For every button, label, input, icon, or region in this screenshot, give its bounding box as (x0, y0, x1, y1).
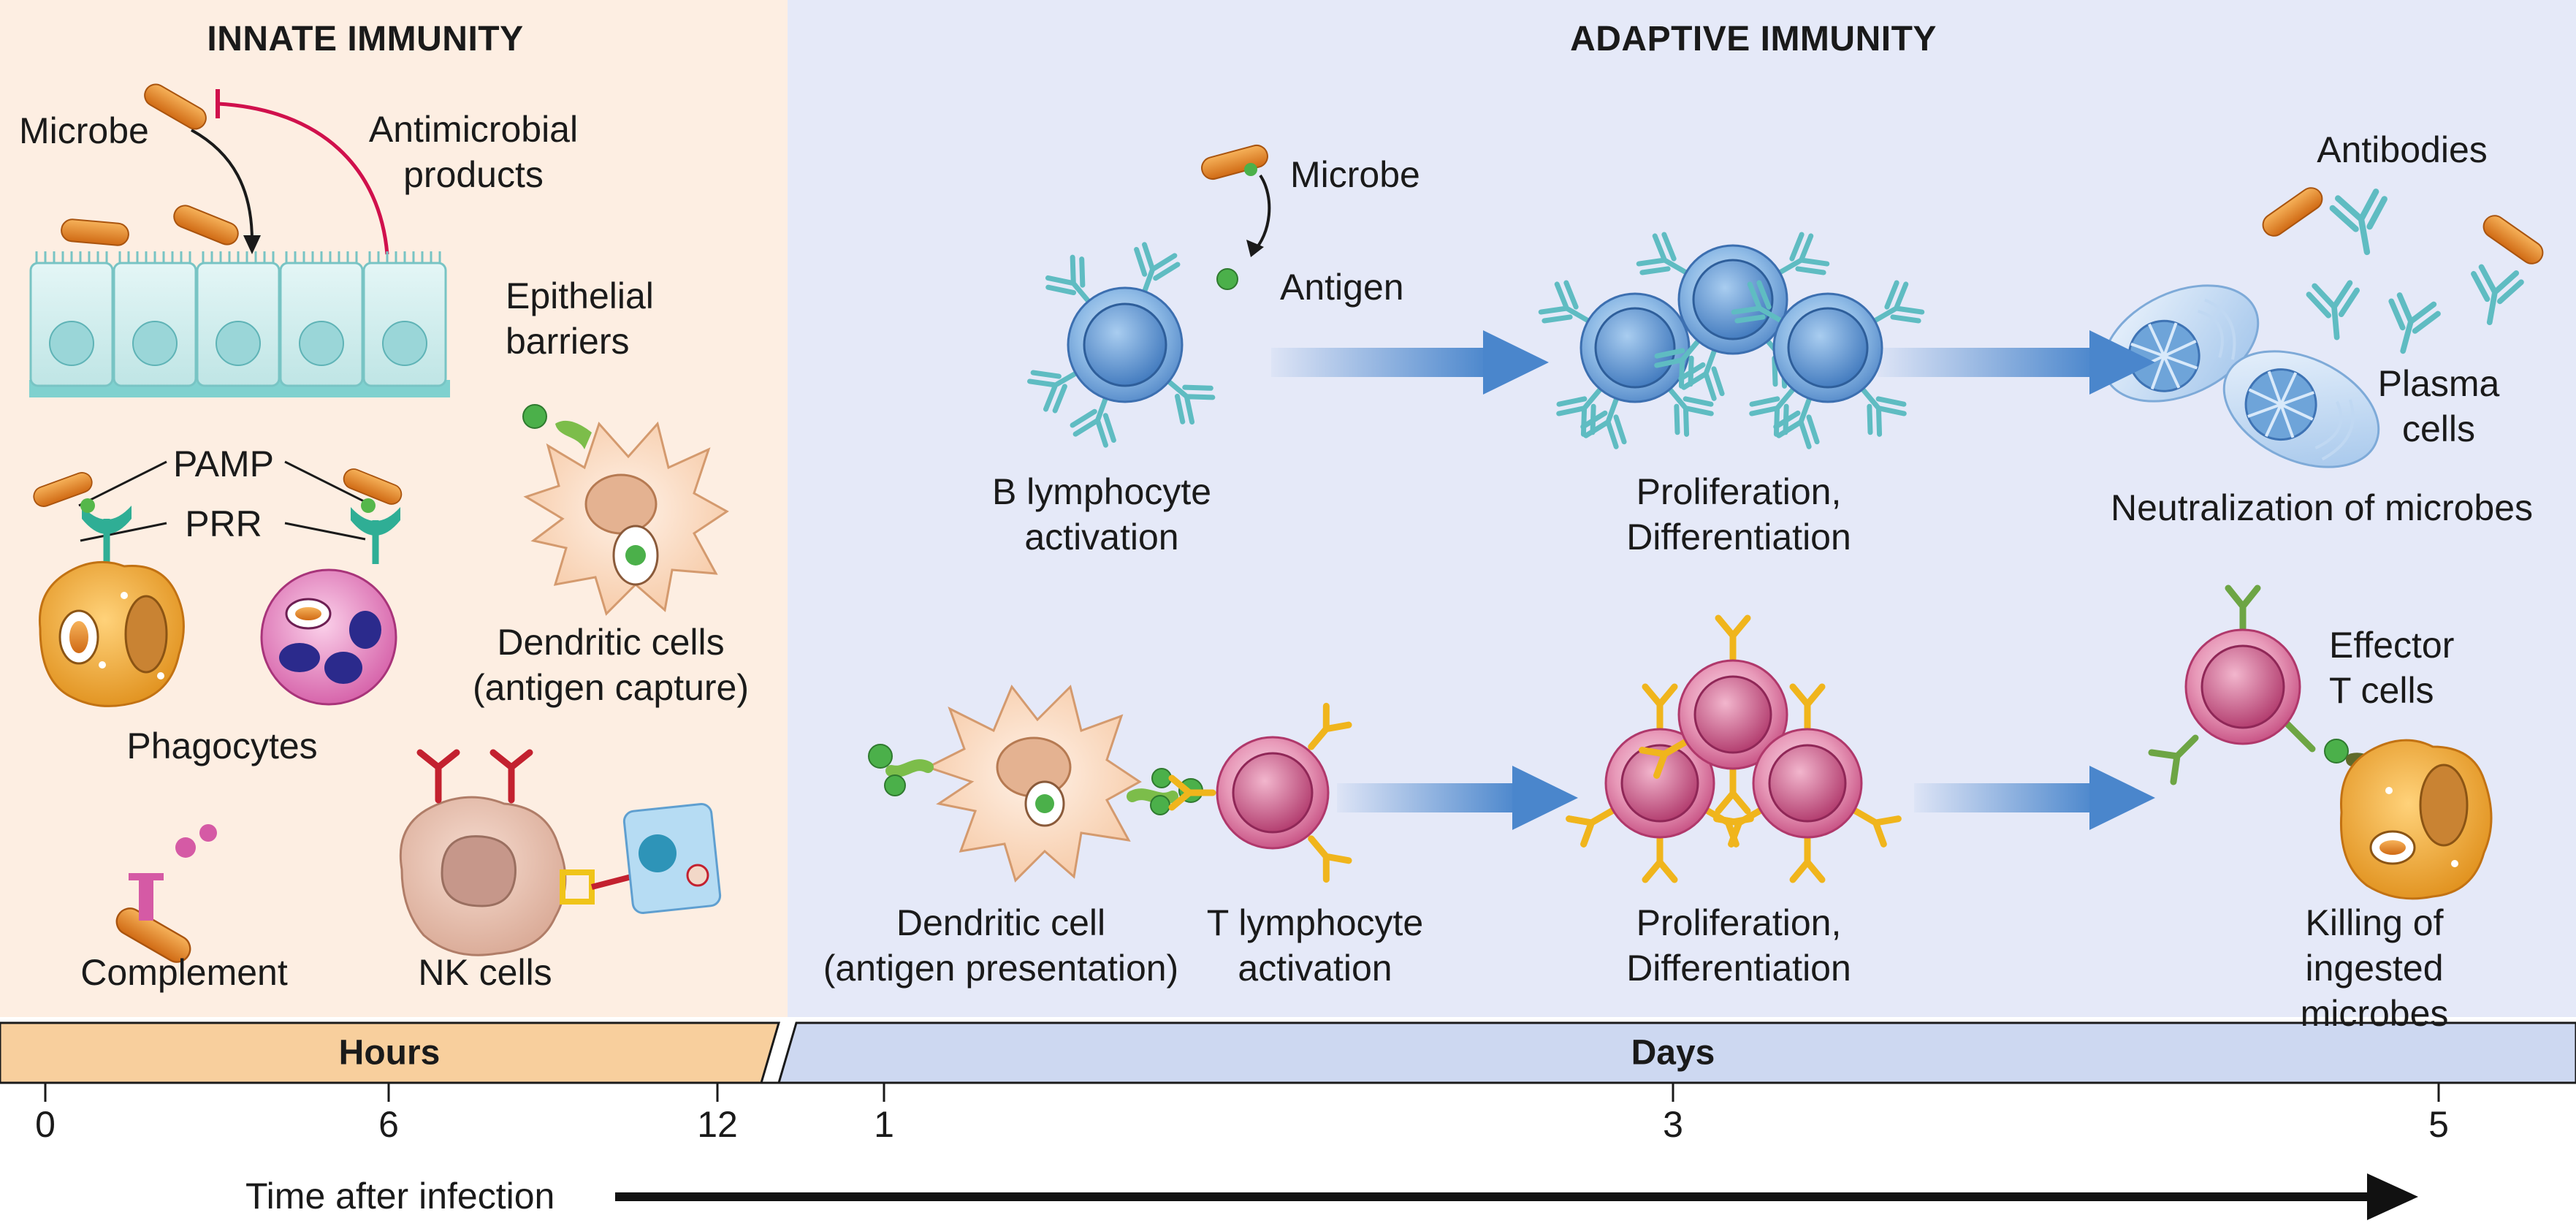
epithelial-cell (362, 251, 447, 387)
innate-title: INNATE IMMUNITY (207, 20, 524, 58)
dendritic-innate-label: Dendritic cells (antigen capture) (472, 622, 750, 708)
plasma-cell (2102, 284, 2260, 403)
plasma-label: Plasma cells (2377, 363, 2500, 449)
adaptive-microbe-label: Microbe (1290, 154, 1420, 195)
t-cell-cluster (1569, 618, 1899, 880)
b-cell-cluster (1538, 231, 1925, 449)
effector-label: Effector T cells (2329, 625, 2455, 711)
phagocyte-neutrophil (260, 465, 405, 706)
neutralization-label: Neutralization of microbes (2110, 487, 2534, 528)
microbe-icon (169, 201, 243, 249)
tick-label: 1 (874, 1104, 894, 1145)
tick-label: 5 (2428, 1104, 2449, 1145)
plasma-cell (2222, 350, 2380, 468)
t-cell (1642, 618, 1824, 811)
dendritic-cell-presenting (868, 685, 1203, 883)
t-lymphocyte (1172, 706, 1349, 879)
inhibition-curve (217, 102, 389, 255)
epithelial-label: Epithelial barriers (506, 275, 654, 362)
nk-cell-icon (399, 749, 722, 956)
microbe-icon (140, 80, 211, 134)
t-prolif-label: Proliferation, Differentiation (1626, 902, 1851, 989)
nk-label: NK cells (418, 952, 552, 993)
tick-label: 3 (1663, 1104, 1683, 1145)
epithelial-barrier (29, 251, 450, 397)
progress-arrow (1914, 766, 2155, 830)
epithelial-cell (29, 251, 114, 387)
phagocyte-macrophage (30, 469, 185, 707)
t-activation-label: T lymphocyte activation (1206, 902, 1424, 989)
microbe-icon (59, 218, 131, 247)
effector-t-cell (2148, 585, 2396, 785)
pamp-label: PAMP (173, 443, 274, 484)
epithelial-cell (196, 251, 281, 387)
dendritic-cell-innate (522, 404, 729, 616)
antigen-label: Antigen (1280, 267, 1404, 308)
progress-arrow (1878, 330, 2155, 395)
time-axis-label: Time after infection (245, 1176, 555, 1217)
days-bar (777, 1021, 2576, 1084)
microbe-icon (1198, 142, 1271, 183)
antigen-arrow (1251, 174, 1271, 254)
t-cell (1717, 687, 1899, 880)
antimicrobial-label: Antimicrobial products (368, 109, 579, 195)
b-prolif-label: Proliferation, Differentiation (1626, 471, 1851, 557)
complement-icon (110, 824, 217, 968)
b-cell (1731, 279, 1925, 449)
phagocytes-label: Phagocytes (126, 726, 318, 766)
b-lymphocyte (1026, 243, 1216, 447)
killing-label: Killing of ingested microbes (2300, 902, 2449, 1034)
tick-label: 12 (697, 1104, 738, 1145)
microbe-entry-arrow (191, 129, 254, 242)
adaptive-title: ADAPTIVE IMMUNITY (1570, 20, 1937, 58)
b-activation-label: B lymphocyte activation (991, 471, 1212, 557)
b-cell (1538, 279, 1732, 449)
t-cell (1569, 687, 1751, 880)
progress-arrow (1271, 330, 1549, 395)
complement-label: Complement (80, 952, 288, 993)
tick-label: 0 (35, 1104, 56, 1145)
progress-arrow (1337, 766, 1578, 830)
adaptive-panel (788, 0, 2576, 1017)
epithelial-cell (113, 251, 197, 387)
dc-present-label: Dendritic cell (antigen presentation) (823, 902, 1179, 989)
antibodies-label: Antibodies (2317, 129, 2488, 170)
macrophage-target (2339, 739, 2493, 900)
tick-label: 6 (378, 1104, 399, 1145)
days-label: Days (1631, 1033, 1715, 1073)
innate-microbe-label: Microbe (19, 110, 149, 151)
hours-label: Hours (338, 1033, 441, 1073)
prr-label: PRR (185, 503, 262, 544)
epithelial-cell (279, 251, 364, 387)
time-axis-arrow (615, 1173, 2418, 1220)
